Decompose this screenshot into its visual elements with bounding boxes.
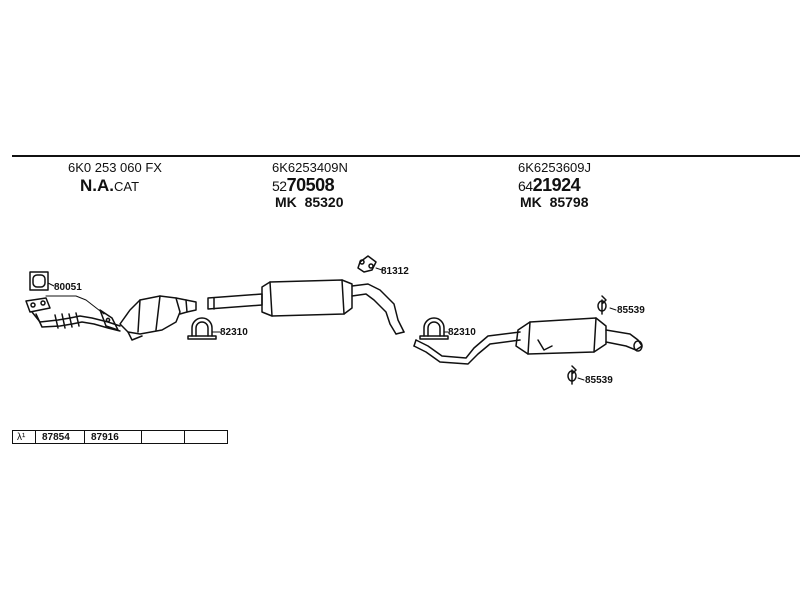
footer-row: λ¹ 87854 87916	[12, 430, 228, 444]
lower-rubber-mount-callout: 85539	[585, 375, 613, 386]
rubber-mount-icon	[567, 365, 577, 385]
gasket-callout: 80051	[54, 282, 82, 293]
gasket-icon	[29, 271, 49, 291]
mid-muffler-code-main: 70508	[286, 175, 335, 195]
rear-muffler-part-number: 6K6253609J	[518, 160, 592, 175]
front-pipe	[25, 297, 121, 332]
lambda-sensor-symbol: λ¹	[12, 430, 36, 444]
rear-muffler-mk: MK 85798	[520, 194, 589, 210]
mid-muffler-code-prefix: 52	[272, 178, 287, 194]
leader-lines	[45, 267, 617, 381]
mid-muffler-code: 5270508	[272, 175, 335, 196]
cat-name-suffix: CAT	[114, 179, 140, 194]
mid-muffler-mk: MK 85320	[275, 194, 344, 210]
footer-table: λ¹ 87854 87916	[12, 430, 228, 444]
cat-part-number: 6K0 253 060 FX	[68, 160, 162, 175]
clamp-icon	[419, 317, 449, 340]
middle-muffler	[207, 279, 405, 335]
rear-muffler	[515, 317, 643, 355]
rear-muffler-mk-label: MK	[520, 194, 542, 210]
catalytic-converter-icon	[119, 295, 197, 341]
rear-muffler-code-main: 21924	[532, 175, 581, 195]
mid-muffler-mk-number: 85320	[304, 194, 344, 210]
footer-cell: 87916	[84, 430, 142, 444]
rear-muffler-code: 6421924	[518, 175, 581, 196]
top-divider-line	[12, 155, 800, 157]
footer-cell	[184, 430, 228, 444]
cat-name-main: N.A.	[80, 176, 114, 195]
mid-muffler-part-number: 6K6253409N	[272, 160, 348, 175]
hanger-icon	[357, 255, 377, 273]
footer-cell	[141, 430, 185, 444]
hanger-callout: 81312	[381, 266, 409, 277]
footer-cell: 87854	[35, 430, 85, 444]
mid-muffler-mk-label: MK	[275, 194, 297, 210]
cat-name: N.A.CAT	[80, 176, 139, 196]
rear-muffler-code-prefix: 64	[518, 178, 533, 194]
upper-rubber-mount-callout: 85539	[617, 305, 645, 316]
rear-muffler-mk-number: 85798	[549, 194, 589, 210]
front-clamp-callout: 82310	[220, 327, 248, 338]
clamp-icon	[187, 317, 217, 340]
rubber-mount-icon	[597, 295, 607, 315]
rear-clamp-callout: 82310	[448, 327, 476, 338]
rear-pipe	[413, 331, 521, 365]
